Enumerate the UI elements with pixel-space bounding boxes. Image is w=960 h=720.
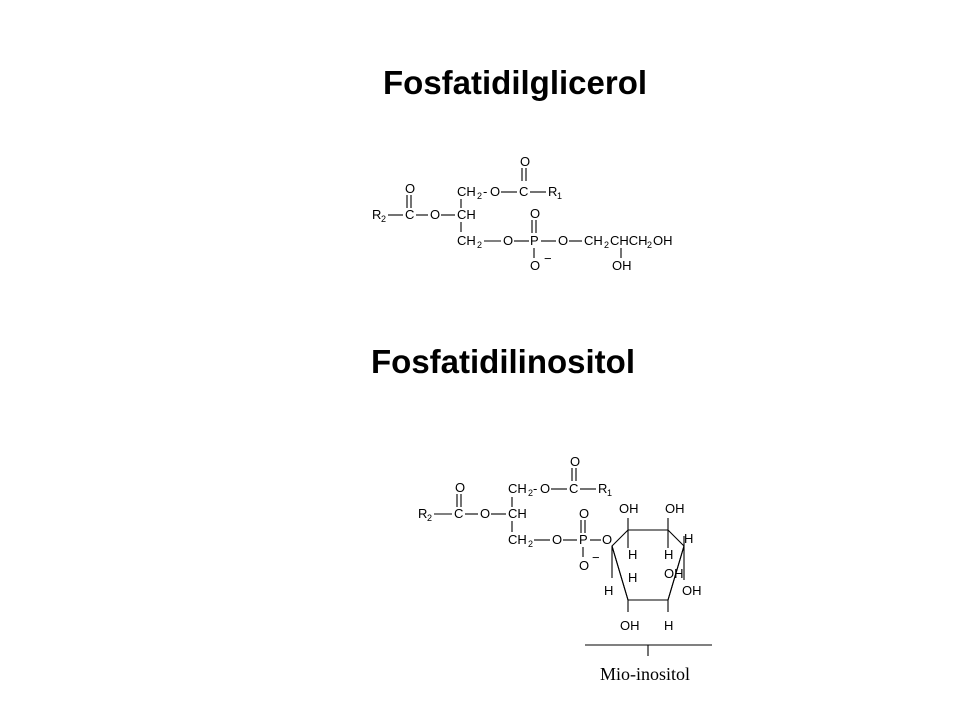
atom-ch2: CH: [508, 481, 527, 496]
atom-c: C: [405, 207, 414, 222]
atom-o: O: [405, 181, 415, 196]
atom-o: O: [480, 506, 490, 521]
atom-o: O: [579, 506, 589, 521]
atom-o: O: [530, 206, 540, 221]
atom-r: R: [598, 481, 607, 496]
subscript: 1: [557, 191, 562, 201]
subscript: 2: [381, 214, 386, 224]
atom-chch2: CHCH: [610, 233, 648, 248]
subscript: 1: [607, 488, 612, 498]
atom-ch2: CH: [584, 233, 603, 248]
atom-c: C: [454, 506, 463, 521]
atom-ch2: CH: [457, 233, 476, 248]
atom-ch: CH: [508, 506, 527, 521]
atom-o: O: [520, 154, 530, 169]
atom-r: R: [372, 207, 381, 222]
atom-o: O: [558, 233, 568, 248]
atom-oh: OH: [620, 618, 640, 633]
atom-o: O: [430, 207, 440, 222]
charge-minus: −: [544, 251, 552, 266]
atom-oh: OH: [664, 566, 684, 581]
atom-o: O: [570, 454, 580, 469]
subscript: 2: [528, 539, 533, 549]
subscript: 2: [604, 240, 609, 250]
atom-h: H: [628, 547, 637, 562]
atom-p: P: [579, 532, 588, 547]
atom-h: H: [664, 547, 673, 562]
phosphatidylinositol-structure: O CH 2 - O C R 1 O R 2 C O CH O CH 2 O P: [418, 454, 712, 684]
atom-oh: OH: [612, 258, 632, 273]
atom-oh: OH: [653, 233, 673, 248]
atom-o: O: [455, 480, 465, 495]
mio-inositol-label: Mio-inositol: [600, 664, 690, 684]
phosphatidylglycerol-title: Fosfatidilglicerol: [383, 64, 648, 101]
atom-oh: OH: [619, 501, 639, 516]
atom-ch2: CH: [508, 532, 527, 547]
subscript: 2: [477, 240, 482, 250]
ring-bond: [611, 545, 629, 601]
atom-ch2: CH: [457, 184, 476, 199]
atom-oh: OH: [665, 501, 685, 516]
atom-h: H: [684, 531, 693, 546]
atom-p: P: [530, 233, 539, 248]
charge-minus: −: [592, 550, 600, 565]
atom-c: C: [569, 481, 578, 496]
atom-h: H: [628, 570, 637, 585]
atom-o: O: [530, 258, 540, 273]
ring-bond: [667, 545, 685, 601]
atom-ch: CH: [457, 207, 476, 222]
subscript: 2: [647, 240, 652, 250]
subscript: 2: [528, 488, 533, 498]
subscript: 2: [427, 513, 432, 523]
dash: -: [533, 481, 537, 496]
inositol-ring: [611, 529, 685, 601]
atom-o: O: [552, 532, 562, 547]
atom-h: H: [664, 618, 673, 633]
subscript: 2: [477, 191, 482, 201]
atom-o: O: [490, 184, 500, 199]
atom-o: O: [503, 233, 513, 248]
atom-c: C: [519, 184, 528, 199]
atom-o: O: [579, 558, 589, 573]
phosphatidylinositol-title: Fosfatidilinositol: [371, 343, 635, 380]
phosphatidylglycerol-structure: O CH 2 - O C R 1 O R 2 C O CH O CH 2 O P: [372, 154, 673, 273]
atom-o: O: [602, 532, 612, 547]
dash: -: [483, 184, 487, 199]
atom-oh: OH: [682, 583, 702, 598]
atom-r: R: [418, 506, 427, 521]
atom-r: R: [548, 184, 557, 199]
atom-h: H: [604, 583, 613, 598]
atom-o: O: [540, 481, 550, 496]
